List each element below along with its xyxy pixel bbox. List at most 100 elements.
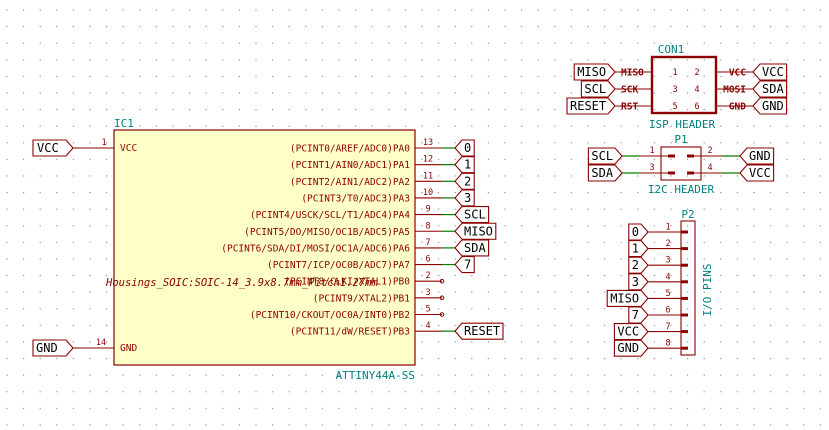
grid-dot — [72, 92, 75, 94]
con1-net-label-vcc[interactable] — [752, 63, 788, 81]
gnd-global-label[interactable] — [32, 339, 74, 357]
grid-dot — [769, 142, 772, 144]
grid-dot — [537, 225, 539, 227]
grid-dot — [404, 374, 407, 376]
grid-dot — [670, 341, 672, 343]
ic1-net-label-2[interactable] — [454, 172, 475, 190]
con1-net-label-miso[interactable] — [573, 63, 616, 81]
grid-dot — [653, 42, 656, 44]
grid-dot — [255, 391, 257, 393]
ic1-net-label-scl[interactable] — [454, 206, 490, 224]
p2-net-label-3[interactable] — [628, 273, 649, 291]
grid-dot — [786, 357, 788, 360]
ic1-net-label-7[interactable] — [454, 255, 475, 274]
con1-net-label-scl[interactable] — [580, 80, 616, 98]
grid-dot — [404, 9, 407, 11]
grid-dot — [703, 125, 705, 127]
grid-dot — [620, 42, 622, 44]
grid-dot — [72, 407, 75, 410]
grid-dot — [537, 75, 539, 78]
p2-net-label-7[interactable] — [628, 306, 649, 324]
ic1-net-label-reset[interactable] — [454, 322, 504, 340]
p2-pin-stub — [681, 296, 688, 300]
grid-dot — [271, 92, 274, 94]
grid-dot — [504, 208, 506, 210]
grid-dot — [769, 258, 772, 260]
grid-dot — [155, 9, 158, 11]
ic1-net-label-1[interactable] — [454, 156, 475, 174]
grid-dot — [22, 92, 25, 94]
grid-dot — [72, 25, 75, 28]
grid-dot — [471, 42, 473, 44]
grid-dot — [437, 125, 440, 127]
p2-net-label-vcc[interactable] — [613, 323, 649, 341]
con1-net-label-sda[interactable] — [752, 80, 788, 98]
grid-dot — [520, 175, 523, 177]
grid-dot — [720, 208, 722, 210]
grid-dot — [89, 341, 91, 343]
grid-dot — [22, 125, 25, 127]
p2-net-label-0[interactable] — [628, 223, 649, 241]
grid-dot — [587, 241, 589, 244]
grid-dot — [487, 357, 490, 360]
grid-dot — [105, 142, 108, 144]
grid-dot — [803, 175, 805, 177]
grid-dot — [653, 9, 656, 11]
grid-dot — [587, 341, 589, 343]
grid-dot — [720, 9, 722, 11]
grid-dot — [819, 274, 822, 277]
p2-pin-stub — [681, 230, 688, 234]
grid-dot — [72, 175, 75, 177]
grid-dot — [520, 42, 523, 44]
p1-net-label-scl[interactable] — [587, 147, 623, 165]
p1-net-label-gnd[interactable] — [739, 147, 775, 165]
con1-pin-name: SCK — [621, 85, 638, 96]
grid-dot — [122, 75, 124, 78]
grid-dot — [288, 391, 290, 393]
ic1-pin-name: (PCINT0/AREF/ADC0)PA0 — [290, 144, 410, 155]
grid-dot — [703, 75, 705, 78]
con1-net-label-gnd[interactable] — [752, 97, 788, 115]
ic1-symbol[interactable]: IC1 ATTINY44A-SS Housings_SOIC:SOIC-14_3… — [32, 117, 504, 382]
p2-net-label-1[interactable] — [628, 240, 649, 258]
grid-dot — [421, 42, 423, 44]
p1-net-label-vcc[interactable] — [739, 164, 775, 182]
grid-dot — [22, 175, 25, 177]
grid-dot — [637, 374, 639, 376]
grid-dot — [603, 25, 606, 28]
grid-dot — [603, 9, 606, 11]
ic1-net-label-3[interactable] — [454, 189, 475, 207]
grid-dot — [6, 258, 8, 260]
grid-dot — [720, 341, 722, 343]
ic1-net-label-0[interactable] — [454, 139, 475, 157]
grid-dot — [570, 274, 573, 277]
grid-dot — [371, 374, 373, 376]
vcc-global-label[interactable] — [32, 139, 74, 157]
p1-net-label-sda[interactable] — [587, 164, 623, 182]
grid-dot — [6, 108, 8, 111]
grid-dot — [736, 291, 739, 293]
grid-dot — [504, 125, 506, 127]
grid-dot — [736, 374, 739, 376]
grid-dot — [222, 25, 224, 28]
grid-dot — [388, 59, 390, 61]
grid-dot — [188, 42, 191, 44]
ic1-net-label-miso[interactable] — [454, 222, 497, 240]
grid-dot — [6, 391, 8, 393]
p2-net-label-2[interactable] — [628, 256, 649, 274]
grid-dot — [653, 142, 656, 144]
grid-dot — [238, 42, 241, 44]
con1-net-label-reset[interactable] — [566, 97, 616, 115]
grid-dot — [803, 391, 805, 393]
ic1-net-label-sda[interactable] — [454, 239, 490, 257]
p2-net-label-miso[interactable] — [606, 289, 649, 307]
grid-dot — [371, 92, 373, 94]
grid-dot — [620, 258, 622, 260]
p2-net-label-gnd[interactable] — [613, 339, 649, 357]
grid-dot — [637, 75, 639, 78]
grid-dot — [388, 42, 390, 44]
